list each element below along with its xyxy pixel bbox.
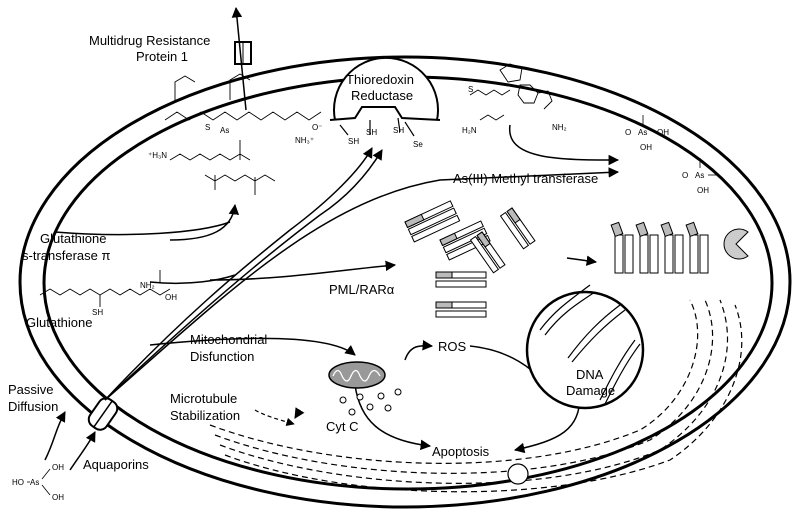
svg-text:OH: OH xyxy=(640,143,652,152)
microtubule-arrow xyxy=(254,409,295,426)
dna-label-line2: Damage xyxy=(566,383,615,398)
svg-text:OH: OH xyxy=(657,128,669,137)
sam-nh2-label: NH₂ xyxy=(552,123,567,132)
svg-text:As: As xyxy=(638,128,647,137)
methylarsonic-acid: O As OH OH xyxy=(625,115,669,152)
sam-h2n-label: H₂N xyxy=(462,126,477,135)
trx-label-line2: Reductase xyxy=(351,88,413,103)
trx-sh3-label: SH xyxy=(393,126,404,135)
mitochondrion-icon xyxy=(328,361,386,389)
passive-label-line1: Passive xyxy=(8,382,54,397)
mrp1-label-line2: Protein 1 xyxy=(136,49,188,64)
glutathione-label: Glutathione xyxy=(26,315,93,330)
trx-sh2-label: SH xyxy=(366,128,377,137)
micro-label-line1: Microtubule xyxy=(170,391,237,406)
trx-se-label: Se xyxy=(413,140,423,149)
mrp1-label-line1: Multidrug Resistance xyxy=(89,33,210,48)
svg-text:O: O xyxy=(625,128,631,137)
glutathione-sh-label: SH xyxy=(92,308,103,317)
sam-s-label: S xyxy=(468,85,473,94)
pathway-arrows xyxy=(54,124,620,454)
dna-label-line1: DNA xyxy=(576,367,604,382)
svg-text:O: O xyxy=(682,171,688,180)
thioredoxin-reductase-icon xyxy=(329,56,441,137)
apoptosis-label: Apoptosis xyxy=(432,444,490,459)
cytc-label: Cyt C xyxy=(326,419,359,434)
conjugate-s-label: S xyxy=(205,123,210,132)
passive-diffusion-arrow xyxy=(44,411,66,461)
pml-rara-label: PML/RARα xyxy=(329,282,395,297)
trx-label-line1: Thioredoxin xyxy=(346,72,414,87)
micro-label-line2: Stabilization xyxy=(170,408,240,423)
sam-structure xyxy=(469,63,553,121)
conjugate-nh3-label: NH₃⁺ xyxy=(295,136,314,145)
glutathione-nh2-label: NH₂ xyxy=(140,281,155,290)
mrp1-channel-icon xyxy=(234,41,252,65)
svg-text:OH: OH xyxy=(52,463,64,472)
cell-membrane xyxy=(18,55,792,509)
proteasome-icon xyxy=(723,228,749,260)
gst-label-line2: s-transferase π xyxy=(22,248,110,263)
arsenite-input: HO As OH OH xyxy=(12,463,64,502)
svg-text:OH: OH xyxy=(697,186,709,195)
methyltransferase-label: As(III) Methyl transferase xyxy=(453,171,598,186)
ros-label: ROS xyxy=(438,339,467,354)
svg-text:As: As xyxy=(30,478,39,487)
conjugate-h3n-label: ⁺H₃N xyxy=(148,151,167,160)
glutathione-conjugate-structure xyxy=(164,73,322,195)
svg-text:OH: OH xyxy=(52,493,64,502)
passive-label-line2: Diffusion xyxy=(8,399,58,414)
mito-label-line2: Disfunction xyxy=(190,349,254,364)
microtubules xyxy=(209,299,743,493)
aquaporin-entry-arrow xyxy=(69,431,96,471)
gst-label-line1: Glutathione xyxy=(40,231,107,246)
aquaporin-channel-icon xyxy=(87,397,119,431)
microtubule-endpoint-icon xyxy=(507,463,529,485)
degraded-protein-icons xyxy=(610,221,709,274)
glutathione-oh-label: OH xyxy=(165,293,177,302)
cytochrome-c-particles xyxy=(339,388,402,416)
trx-sh1-label: SH xyxy=(348,137,359,146)
mrp1-efflux-arrow xyxy=(231,6,247,111)
svg-text:As: As xyxy=(695,171,704,180)
mito-label-line1: Mitochondrial xyxy=(190,332,267,347)
conjugate-as-label: As xyxy=(220,126,229,135)
aquaporins-label: Aquaporins xyxy=(83,457,149,472)
glutathione-structure xyxy=(39,270,171,307)
conjugate-ominus-label: O⁻ xyxy=(312,123,322,132)
dimethylarsinic-acid: O As OH xyxy=(682,158,716,195)
svg-text:HO: HO xyxy=(12,478,24,487)
pml-rara-protein-icons xyxy=(404,200,536,318)
dna-damage-icon xyxy=(525,284,645,410)
